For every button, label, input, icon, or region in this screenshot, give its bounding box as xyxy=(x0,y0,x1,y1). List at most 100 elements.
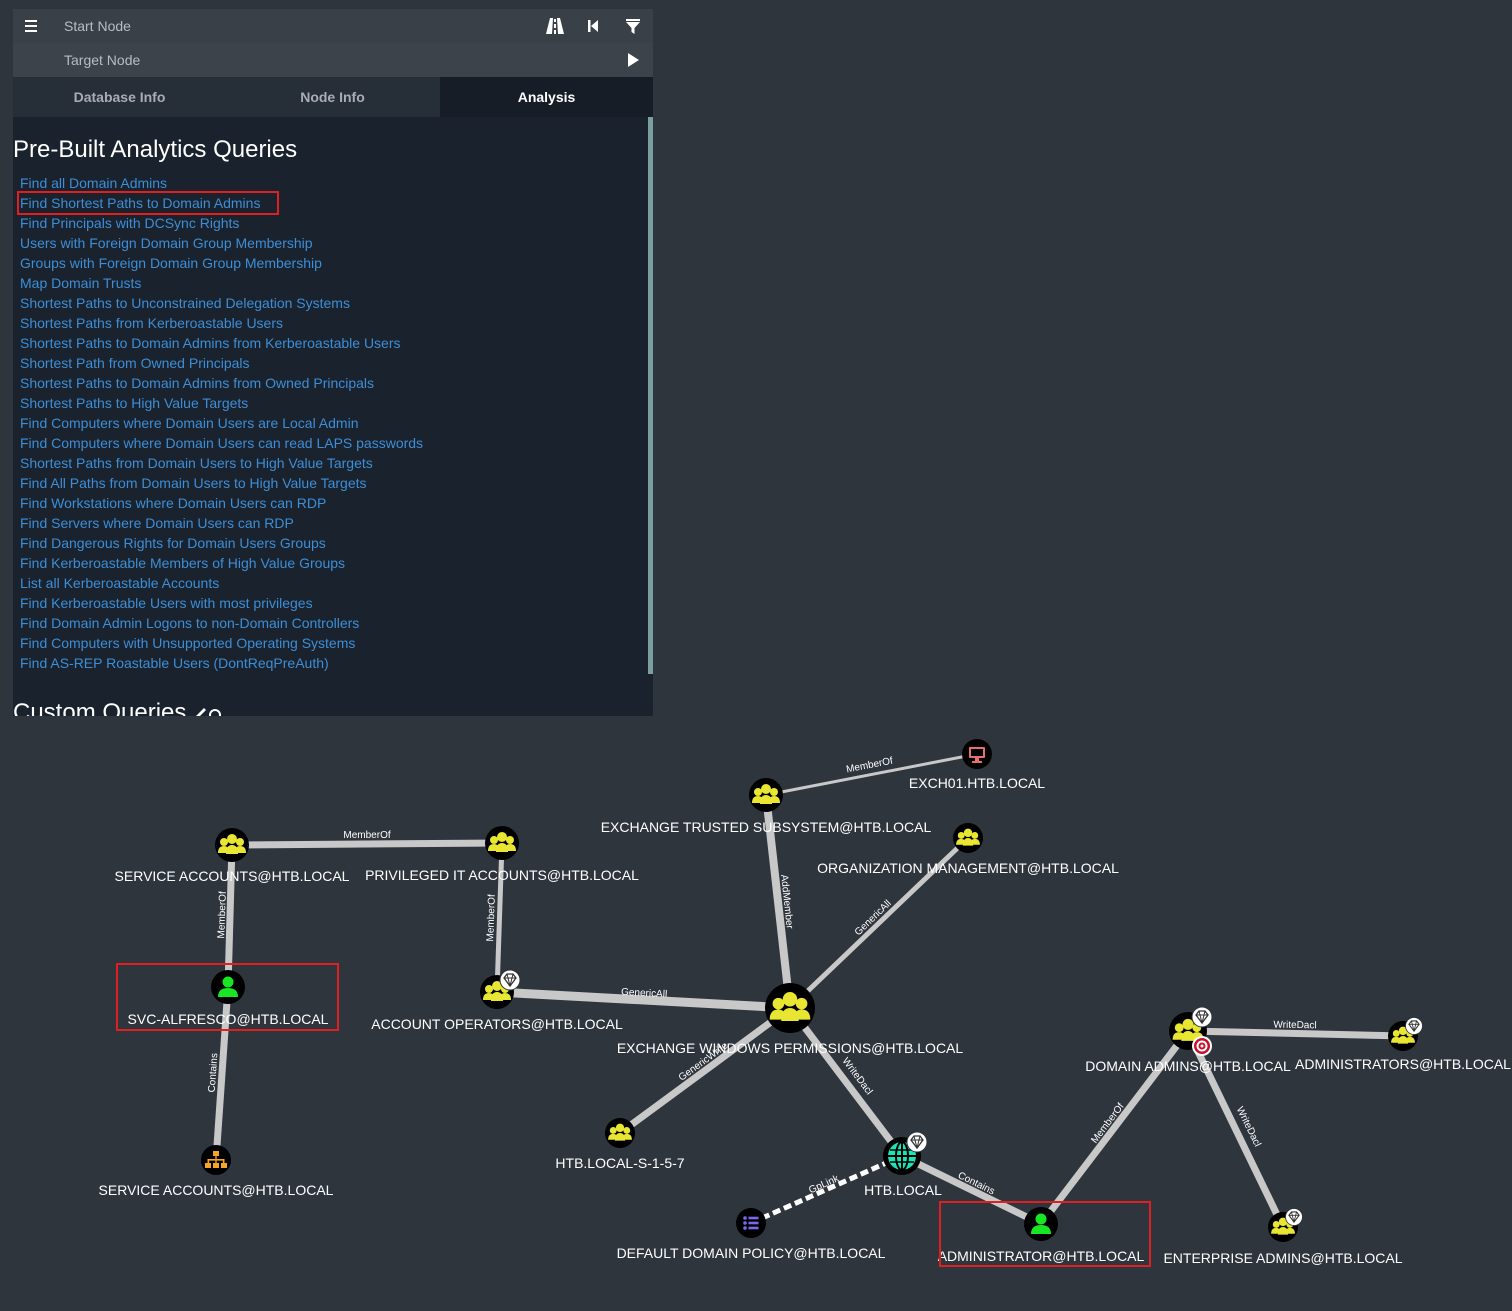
play-button[interactable] xyxy=(621,48,645,72)
node-orgmgmt[interactable] xyxy=(953,823,983,853)
query-item[interactable]: Shortest Paths to Domain Admins from Ker… xyxy=(20,335,401,351)
filter-icon xyxy=(626,18,640,34)
edge-domadm-admins[interactable] xyxy=(1187,1027,1404,1040)
tab-analysis[interactable]: Analysis xyxy=(440,77,653,117)
target-icon xyxy=(1192,1036,1212,1056)
high-value-gem-icon xyxy=(499,969,521,991)
node-label: SERVICE ACCOUNTS@HTB.LOCAL xyxy=(99,1182,334,1198)
query-item[interactable]: Find Kerberoastable Members of High Valu… xyxy=(20,555,346,571)
edge-ets-ewp[interactable] xyxy=(762,794,794,1009)
node-entadm[interactable] xyxy=(1268,1207,1304,1243)
edge-ddp-htb[interactable] xyxy=(749,1153,904,1226)
target-node-input[interactable]: Target Node xyxy=(64,52,141,68)
node-ddp[interactable] xyxy=(736,1208,766,1238)
node-htb[interactable] xyxy=(883,1131,928,1175)
graph-edges xyxy=(212,752,1404,1229)
edge-acctops-ewp[interactable] xyxy=(496,987,791,1013)
scrollbar[interactable] xyxy=(648,117,653,674)
node-privit[interactable] xyxy=(485,826,519,860)
node-svcaccts[interactable] xyxy=(215,828,249,862)
query-item[interactable]: Find All Paths from Domain Users to High… xyxy=(20,475,367,491)
query-item[interactable]: Groups with Foreign Domain Group Members… xyxy=(20,255,322,271)
edge-label: MemberOf xyxy=(216,891,229,939)
pencil-icon xyxy=(195,707,207,716)
query-item[interactable]: Shortest Path from Owned Principals xyxy=(20,355,250,371)
edge-svcalf-svcaccts[interactable] xyxy=(224,844,236,988)
highlight-box-svc-alfresco xyxy=(116,963,339,1031)
list-icon xyxy=(743,1216,759,1230)
node-domadm[interactable] xyxy=(1169,1006,1213,1056)
node-label: ENTERPRISE ADMINS@HTB.LOCAL xyxy=(1163,1250,1402,1266)
high-value-gem-icon xyxy=(1191,1006,1213,1028)
node-label: EXCHANGE TRUSTED SUBSYSTEM@HTB.LOCAL xyxy=(601,819,932,835)
edge-ets-exch01[interactable] xyxy=(765,752,978,797)
node-label: PRIVILEGED IT ACCOUNTS@HTB.LOCAL xyxy=(365,867,639,883)
step-back-icon xyxy=(588,20,598,32)
custom-queries-title: Custom Queries xyxy=(13,699,187,716)
query-item[interactable]: Find Domain Admin Logons to non-Domain C… xyxy=(20,615,360,631)
edge-privit-acctops[interactable] xyxy=(494,842,505,993)
node-admins[interactable] xyxy=(1388,1016,1424,1052)
node-label: SERVICE ACCOUNTS@HTB.LOCAL xyxy=(115,868,350,884)
node-label: DEFAULT DOMAIN POLICY@HTB.LOCAL xyxy=(617,1245,886,1261)
query-item[interactable]: Map Domain Trusts xyxy=(20,275,142,291)
edge-admin-domadm[interactable] xyxy=(1038,1028,1191,1227)
play-icon xyxy=(628,53,639,67)
tab-node-info[interactable]: Node Info xyxy=(300,89,365,105)
search-panel: Start Node Target Node xyxy=(13,9,653,716)
query-item[interactable]: Shortest Paths from Kerberoastable Users xyxy=(20,315,284,331)
query-item[interactable]: Shortest Paths to Unconstrained Delegati… xyxy=(20,295,350,311)
edit-refresh-icons[interactable] xyxy=(193,706,223,716)
query-item[interactable]: Find Computers where Domain Users are Lo… xyxy=(20,415,359,431)
node-ewp[interactable] xyxy=(765,983,815,1033)
tab-database-info[interactable]: Database Info xyxy=(73,89,166,105)
node-s157[interactable] xyxy=(605,1118,635,1148)
pathfinding-button[interactable] xyxy=(543,14,567,38)
node-exch01[interactable] xyxy=(962,739,992,769)
query-item[interactable]: Users with Foreign Domain Group Membersh… xyxy=(20,235,313,251)
edge-svcaccts-privit[interactable] xyxy=(231,839,503,849)
node-label: ADMINISTRATOR@HTB.LOCAL xyxy=(938,1248,1145,1264)
query-item[interactable]: List all Kerberoastable Accounts xyxy=(20,575,220,591)
edge-label: GenericAll xyxy=(621,987,668,1000)
filter-button[interactable] xyxy=(621,14,645,38)
globe-icon xyxy=(888,1141,916,1171)
edge-s157-ewp[interactable] xyxy=(617,1005,793,1136)
edge-label: MemberOf xyxy=(485,894,498,942)
query-item[interactable]: Shortest Paths to High Value Targets xyxy=(20,395,249,411)
edge-ewp-orgmgmt[interactable] xyxy=(788,836,970,1010)
prebuilt-queries-heading: Pre-Built Analytics Queries xyxy=(13,136,298,163)
edge-svcalf-svcou[interactable] xyxy=(212,986,232,1161)
query-item[interactable]: Find Dangerous Rights for Domain Users G… xyxy=(20,535,326,551)
node-label: EXCHANGE WINDOWS PERMISSIONS@HTB.LOCAL xyxy=(617,1040,964,1056)
query-item[interactable]: Find Kerberoastable Users with most priv… xyxy=(20,595,313,611)
query-item[interactable]: Find Principals with DCSync Rights xyxy=(20,215,240,231)
node-label: ACCOUNT OPERATORS@HTB.LOCAL xyxy=(371,1016,623,1032)
edge-label: WriteDacl xyxy=(1273,1020,1316,1032)
node-ets[interactable] xyxy=(749,778,783,812)
query-item[interactable]: Find Workstations where Domain Users can… xyxy=(20,495,327,511)
back-button[interactable] xyxy=(581,14,605,38)
query-item[interactable]: Shortest Paths to Domain Admins from Own… xyxy=(20,375,375,391)
refresh-icon xyxy=(209,708,222,716)
node-svcou[interactable] xyxy=(201,1145,231,1175)
edge-ewp-htb[interactable] xyxy=(787,1005,905,1159)
node-svcalf[interactable] xyxy=(211,970,245,1004)
query-item[interactable]: Find Computers with Unsupported Operatin… xyxy=(20,635,356,651)
start-node-input[interactable]: Start Node xyxy=(64,18,131,34)
query-item[interactable]: Find Shortest Paths to Domain Admins xyxy=(20,195,261,211)
org-unit-icon xyxy=(205,1151,227,1168)
edge-htb-admin[interactable] xyxy=(900,1152,1043,1228)
node-acctops[interactable] xyxy=(480,969,521,1009)
query-item[interactable]: Find Computers where Domain Users can re… xyxy=(20,435,424,451)
high-value-gem-icon xyxy=(1404,1016,1424,1036)
target-node-row: Target Node xyxy=(13,43,653,77)
edge-domadm-entadm[interactable] xyxy=(1184,1029,1287,1229)
query-item[interactable]: Shortest Paths from Domain Users to High… xyxy=(20,455,373,471)
menu-button[interactable] xyxy=(20,14,44,38)
query-item[interactable]: Find AS-REP Roastable Users (DontReqPreA… xyxy=(20,655,329,671)
query-item[interactable]: Find Servers where Domain Users can RDP xyxy=(20,515,294,531)
node-admin[interactable] xyxy=(1024,1207,1058,1241)
query-item[interactable]: Find all Domain Admins xyxy=(20,175,168,191)
